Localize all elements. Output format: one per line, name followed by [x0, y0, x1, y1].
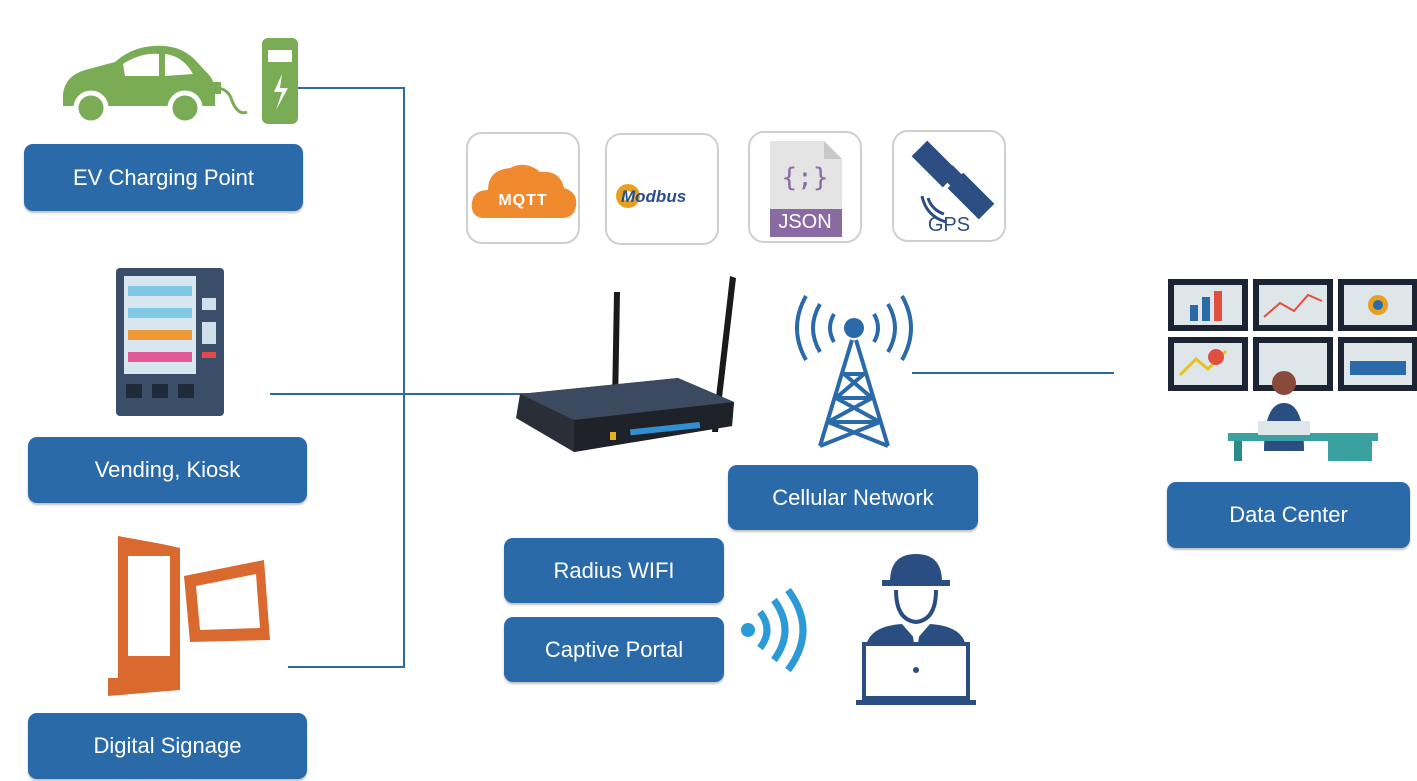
- satellite-icon: [911, 140, 995, 224]
- digital-signage-icon: [108, 536, 270, 696]
- gps-protocol-card: GPS: [892, 130, 1006, 242]
- ev-charging-label: EV Charging Point: [24, 144, 303, 211]
- data-center-monitors-icon: [1168, 279, 1417, 461]
- ev-car-icon: [63, 45, 248, 126]
- captive-portal-label: Captive Portal: [504, 617, 724, 682]
- modbus-protocol-card: Modbus: [605, 133, 719, 245]
- vending-kiosk-label: Vending, Kiosk: [28, 437, 307, 503]
- digital-signage-label: Digital Signage: [28, 713, 307, 779]
- router-icon: [516, 276, 736, 452]
- json-file-icon: [770, 141, 842, 237]
- mqtt-protocol-card: MQTT: [466, 132, 580, 244]
- modbus-gear-icon: [616, 184, 640, 208]
- engineer-laptop-icon: [856, 554, 976, 705]
- ev-charger-icon: [262, 38, 298, 124]
- gps-text: GPS: [927, 214, 971, 236]
- radius-wifi-label: Radius WIFI: [504, 538, 724, 603]
- cell-tower-icon: [795, 295, 913, 448]
- mqtt-cloud-icon: [471, 164, 577, 218]
- data-center-label: Data Center: [1167, 482, 1410, 548]
- cellular-network-label: Cellular Network: [728, 465, 978, 530]
- mqtt-text: MQTT: [498, 192, 548, 209]
- json-symbol: {;}: [781, 163, 829, 193]
- modbus-text: Modbus: [621, 187, 687, 206]
- json-protocol-card: {;} JSON: [748, 131, 862, 243]
- wifi-signal-icon: [741, 587, 807, 673]
- vending-machine-icon: [116, 268, 224, 416]
- json-text: JSON: [778, 211, 832, 233]
- left-trunk-line: [270, 87, 405, 668]
